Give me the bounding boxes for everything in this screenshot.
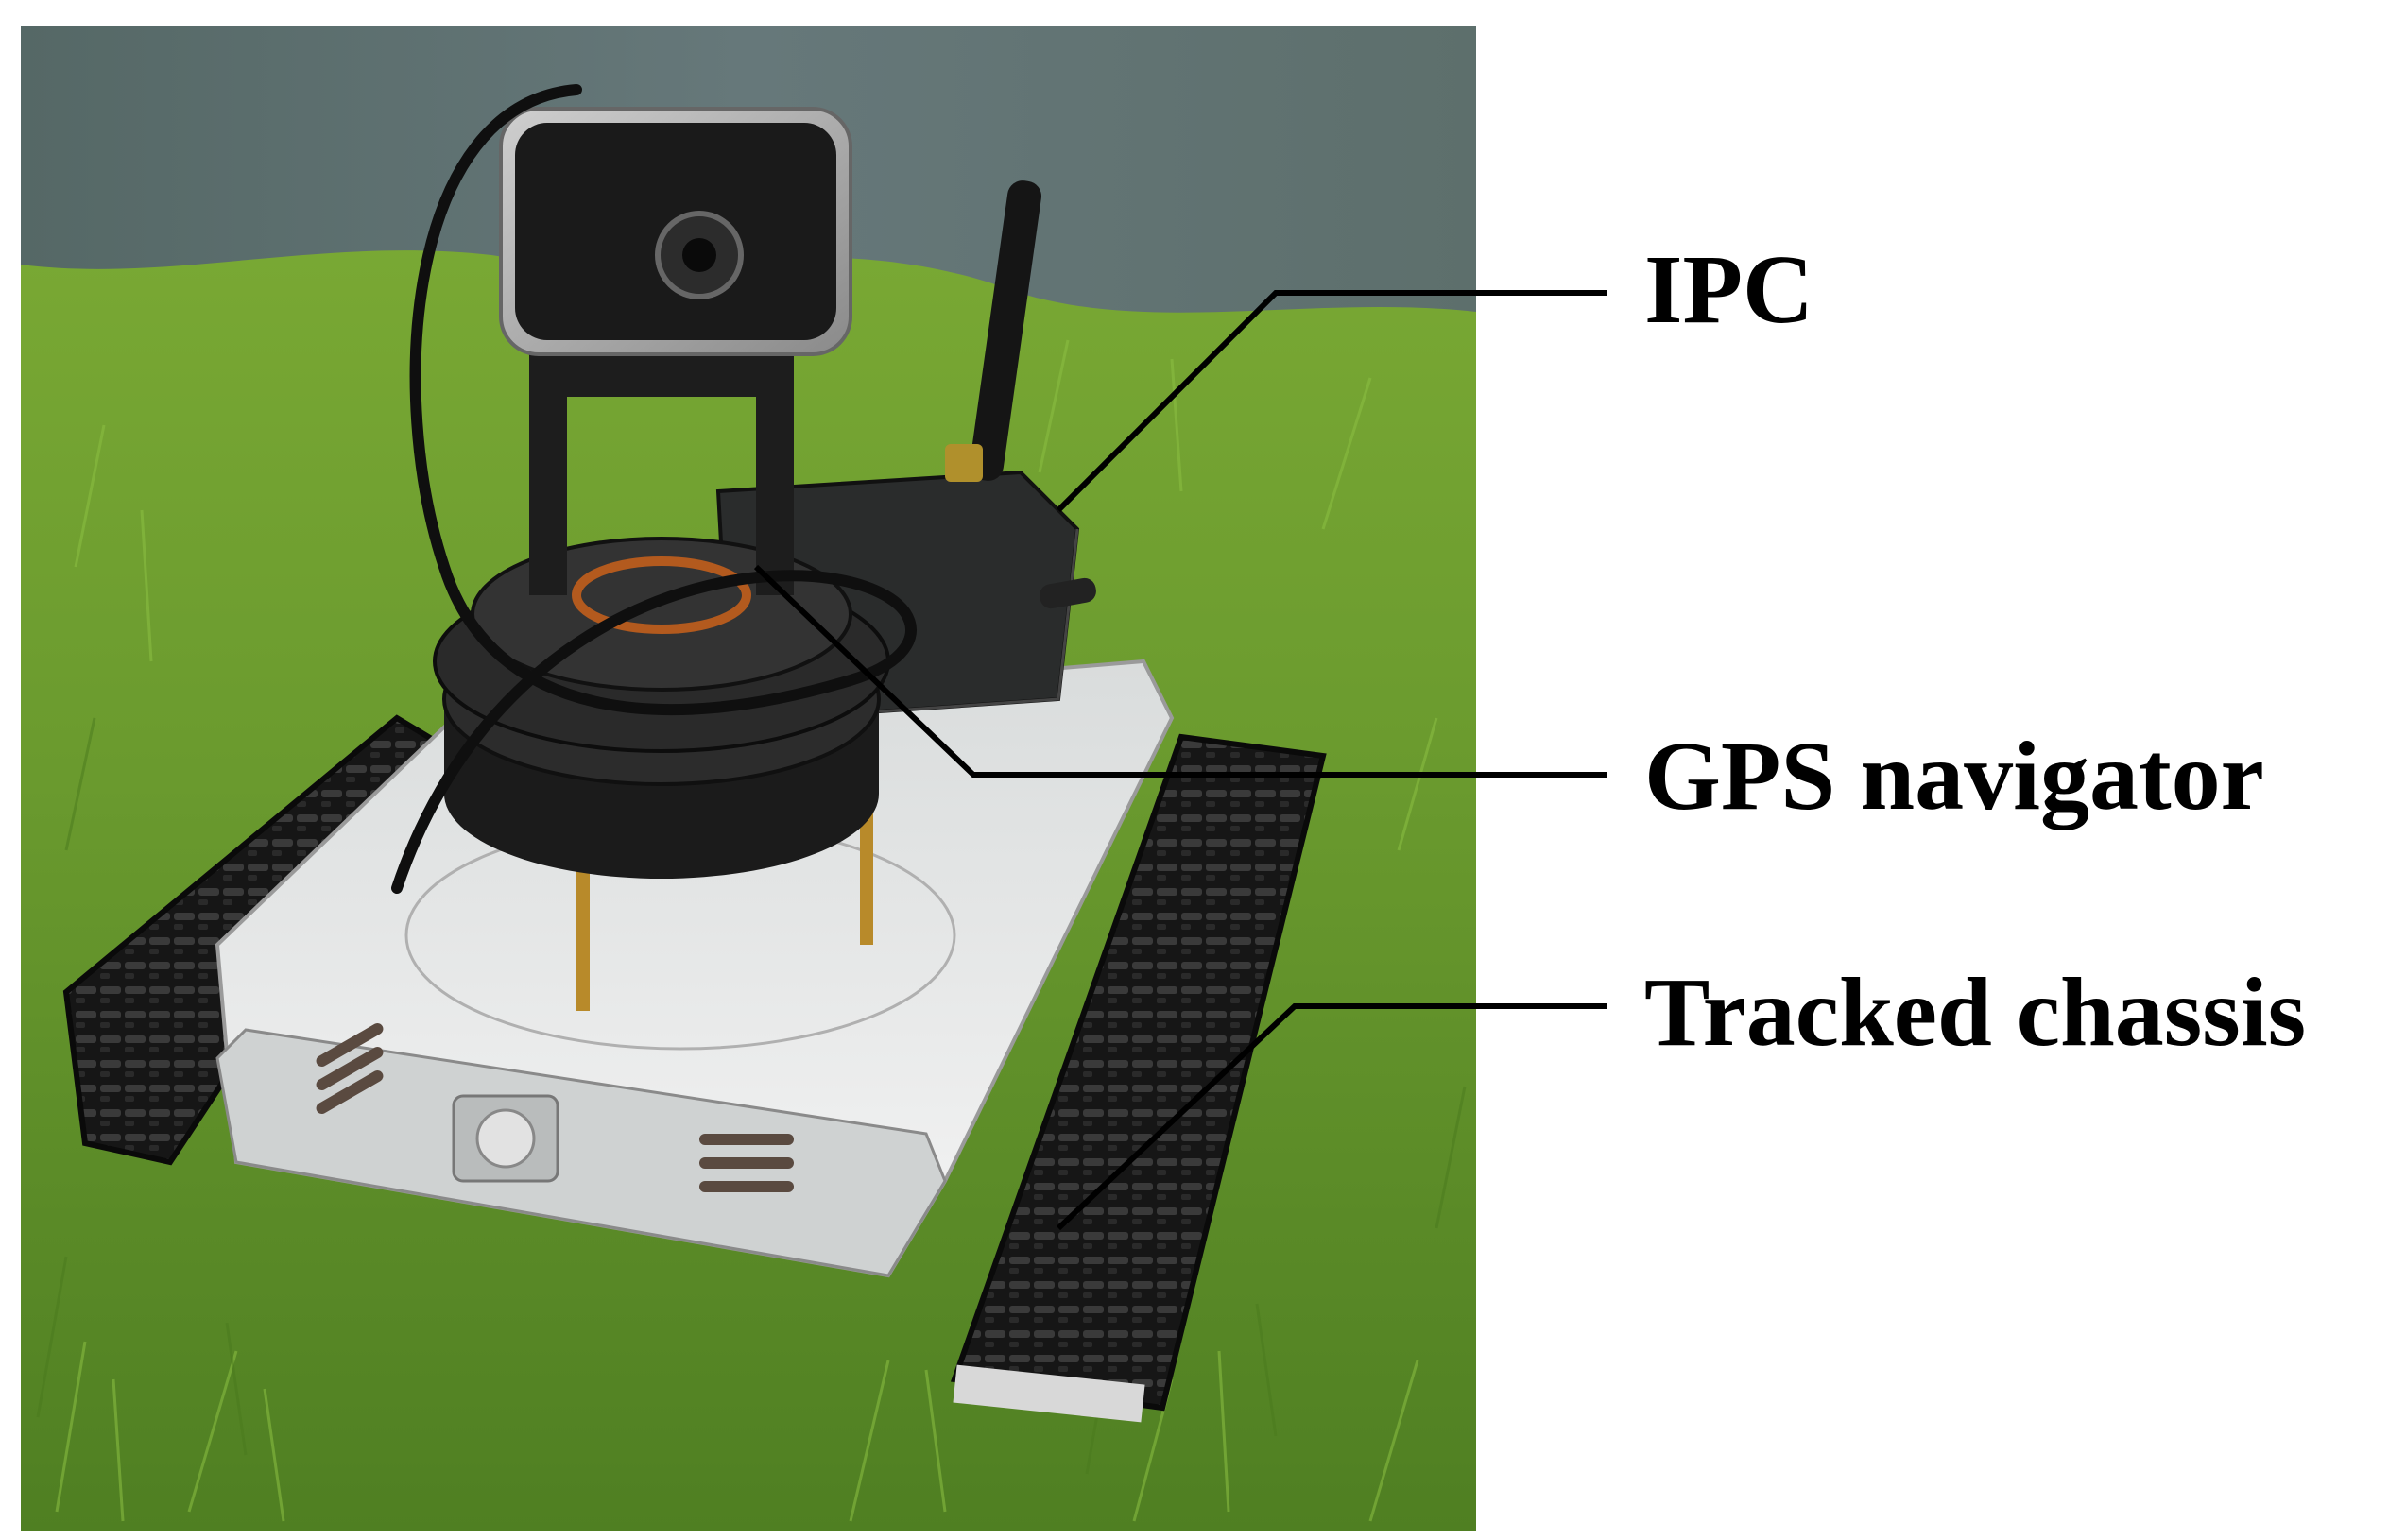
leader-line-chassis — [1056, 1003, 1607, 1231]
label-ipc: IPC — [1644, 235, 1814, 344]
label-tracked-chassis: Tracked chassis — [1644, 958, 2307, 1067]
right-track — [950, 733, 1327, 1423]
leader-lines — [753, 290, 1607, 1231]
antenna — [945, 180, 1042, 482]
cable — [391, 84, 917, 894]
leader-line-ipc — [1056, 290, 1607, 513]
label-gps-navigator: GPS navigator — [1644, 722, 2264, 830]
leader-line-gps — [753, 564, 1607, 778]
camera — [499, 107, 852, 356]
camera-bracket — [529, 350, 794, 595]
